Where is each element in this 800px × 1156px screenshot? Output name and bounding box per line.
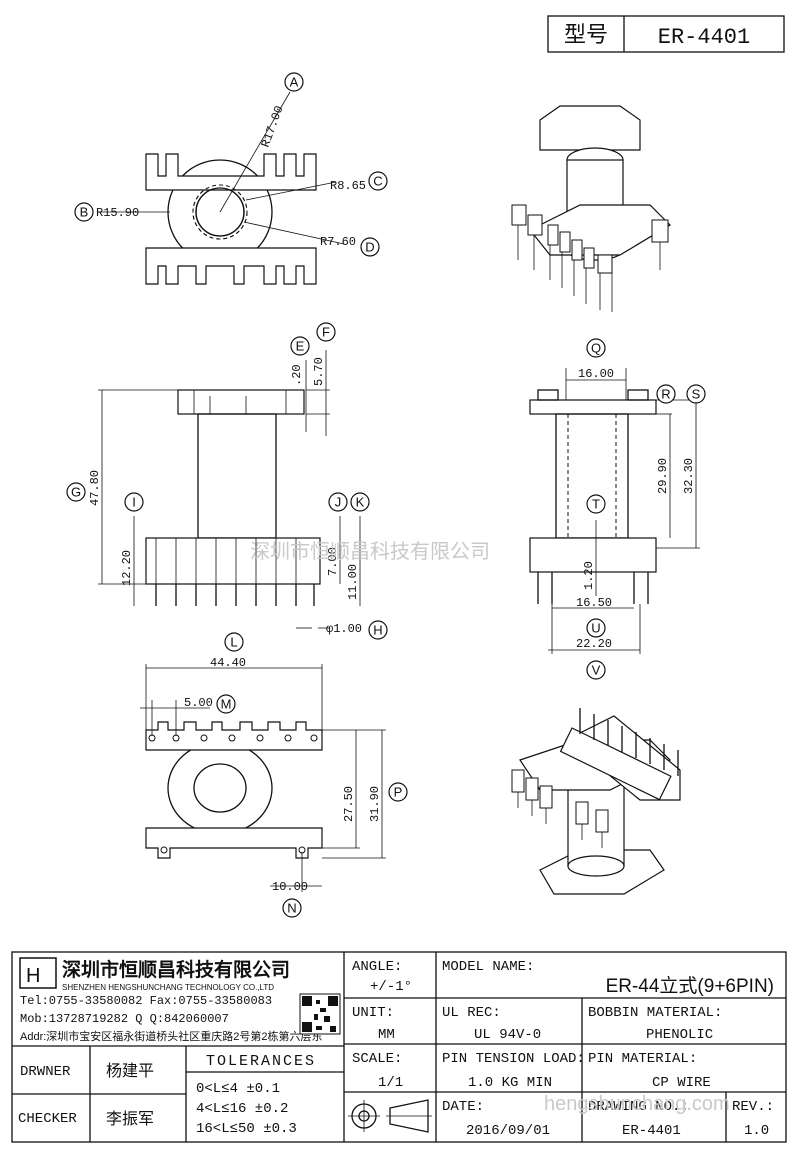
tolerance-row-1: 0<L≤4 ±0.1 <box>196 1081 280 1097</box>
header-box: 型号 ER-4401 <box>547 15 785 53</box>
angle-value: +/-1° <box>370 979 412 995</box>
company-name-cn: 深圳市恒顺昌科技有限公司 <box>62 958 290 981</box>
dim-a: R17.00 <box>259 104 287 149</box>
label-h: H <box>373 623 382 638</box>
dim-o: 27.50 <box>342 786 356 822</box>
label-c: C <box>373 174 382 189</box>
iso-view-bottom <box>511 708 681 895</box>
top-view: R17.00 R15.90 R8.65 R7.60 A B C D <box>74 72 388 285</box>
date-label: DATE: <box>442 1099 484 1115</box>
tel-fax: Tel:0755-33580082 Fax:0755-33580083 <box>20 994 272 1008</box>
dim-j: 7.00 <box>326 547 340 576</box>
dim-r: 29.90 <box>656 458 670 494</box>
company-logo-icon: H <box>26 965 40 987</box>
label-j: J <box>335 495 342 510</box>
dim-h: φ1.00 <box>326 622 362 636</box>
angle-label: ANGLE: <box>352 959 402 975</box>
label-v: V <box>592 663 601 678</box>
watermark-url: hengshunchang.com <box>544 1093 730 1115</box>
bobbin-material-label: BOBBIN MATERIAL: <box>588 1005 722 1021</box>
label-n: N <box>287 901 296 916</box>
pin-material-label: PIN MATERIAL: <box>588 1051 697 1067</box>
unit-value: MM <box>378 1027 395 1043</box>
label-t: T <box>592 497 600 512</box>
dim-g: 47.80 <box>88 470 102 506</box>
bobbin-material-value: PHENOLIC <box>646 1027 713 1043</box>
model-name-value: ER-44立式(9+6PIN) <box>606 975 774 997</box>
projection-symbol-icon <box>348 1099 432 1133</box>
tolerance-row-2: 4<L≤16 ±0.2 <box>196 1101 288 1117</box>
label-s: S <box>692 387 701 402</box>
bottom-view: 44.40 5.00 27.50 31.90 10.00 L M N P <box>140 632 408 918</box>
dim-n: 10.00 <box>272 880 308 894</box>
unit-label: UNIT: <box>352 1005 394 1021</box>
dim-c: R8.65 <box>330 179 366 193</box>
dim-i: 12.20 <box>120 550 134 586</box>
drawing-no-label: DRAWING NO.: <box>588 1099 689 1115</box>
label-r: R <box>661 387 670 402</box>
scale-label: SCALE: <box>352 1051 402 1067</box>
watermark-company: 深圳市恒顺昌科技有限公司 <box>250 540 490 563</box>
label-f: F <box>322 325 330 340</box>
front-view: 47.80 12.20 .20 5.70 7.00 11.00 φ1.00 E … <box>66 322 388 640</box>
label-a: A <box>290 75 299 90</box>
label-k: K <box>356 495 365 510</box>
label-u: U <box>591 621 600 636</box>
checker-value: 李振军 <box>106 1110 154 1128</box>
date-value: 2016/09/01 <box>466 1123 550 1139</box>
dim-b: R15.90 <box>96 206 139 220</box>
company-name-en: SHENZHEN HENGSHUNCHANG TECHNOLOGY CO.,LT… <box>62 983 274 992</box>
label-e: E <box>296 339 305 354</box>
dim-f: 5.70 <box>312 357 326 386</box>
title-block: H 深圳市恒顺昌科技有限公司 SHENZHEN HENGSHUNCHANG TE… <box>11 951 787 1143</box>
label-p: P <box>394 785 403 800</box>
ul-rec-label: UL REC: <box>442 1005 501 1021</box>
dim-p: 31.90 <box>368 786 382 822</box>
company-address: Addr:深圳市宝安区福永街道桥头社区重庆路2号第2栋第六层东 <box>20 1029 323 1043</box>
dim-v: 22.20 <box>576 637 612 651</box>
pin-tension-value: 1.0 KG MIN <box>468 1075 552 1091</box>
drawer-label: DRWNER <box>20 1064 71 1080</box>
dim-l: 44.40 <box>210 656 246 670</box>
drawer-value: 杨建平 <box>106 1062 154 1080</box>
drawing-no-value: ER-4401 <box>622 1123 681 1139</box>
dim-s: 32.30 <box>682 458 696 494</box>
dim-e: .20 <box>290 364 304 386</box>
dim-d: R7.60 <box>320 235 356 249</box>
label-i: I <box>132 495 136 510</box>
type-label: 型号 <box>564 22 608 47</box>
qr-code-icon <box>299 993 341 1035</box>
checker-label: CHECKER <box>18 1111 77 1127</box>
model-name-label: MODEL NAME: <box>442 959 534 975</box>
label-l: L <box>230 635 237 650</box>
pin-tension-label: PIN TENSION LOAD: <box>442 1051 585 1067</box>
dim-m: 5.00 <box>184 696 213 710</box>
label-b: B <box>80 205 89 220</box>
label-d: D <box>365 240 374 255</box>
label-m: M <box>221 697 232 712</box>
scale-value: 1/1 <box>378 1075 403 1091</box>
dim-q: 16.00 <box>578 367 614 381</box>
pin-material-value: CP WIRE <box>652 1075 711 1091</box>
tolerance-row-3: 16<L≤50 ±0.3 <box>196 1121 297 1137</box>
dim-t: 1.20 <box>582 561 596 590</box>
iso-view-top <box>511 105 671 312</box>
dim-k: 11.00 <box>346 564 360 600</box>
rev-value: 1.0 <box>744 1123 769 1139</box>
rev-label: REV.: <box>732 1099 774 1115</box>
side-view: 16.00 29.90 32.30 1.20 16.50 22.20 Q R S… <box>529 338 706 680</box>
mob-qq: Mob:13728719282 Q Q:842060007 <box>20 1012 229 1026</box>
label-q: Q <box>591 341 601 356</box>
dim-u: 16.50 <box>576 596 612 610</box>
ul-rec-value: UL 94V-0 <box>474 1027 541 1043</box>
label-g: G <box>71 485 81 500</box>
type-value: ER-4401 <box>658 25 750 50</box>
tolerances-label: TOLERANCES <box>206 1053 316 1070</box>
